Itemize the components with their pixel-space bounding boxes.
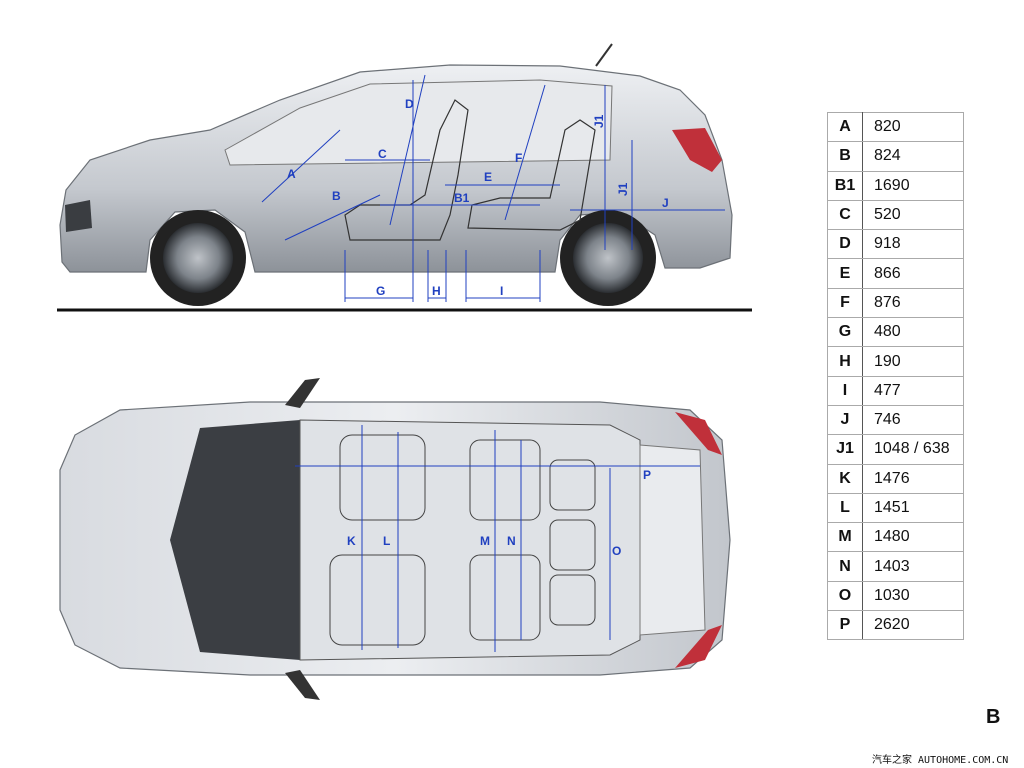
front-grille bbox=[65, 200, 92, 232]
label-M: M bbox=[480, 534, 490, 548]
label-J1-lower: J1 bbox=[616, 182, 630, 196]
antenna bbox=[595, 43, 613, 67]
cabin bbox=[299, 419, 641, 661]
label-B: B bbox=[332, 189, 341, 203]
mirror-right bbox=[285, 670, 320, 700]
dimension-key: H bbox=[827, 346, 863, 377]
dimension-value: 2620 bbox=[862, 610, 964, 641]
label-F: F bbox=[515, 151, 522, 165]
dimension-key: O bbox=[827, 580, 863, 612]
dimension-key: F bbox=[827, 287, 863, 319]
label-N: N bbox=[507, 534, 516, 548]
dimension-value: 820 bbox=[862, 111, 964, 143]
dimension-key: L bbox=[827, 492, 863, 524]
rear-rim bbox=[573, 223, 643, 293]
windshield bbox=[170, 420, 300, 660]
dimension-value: 1451 bbox=[862, 492, 964, 524]
label-L: L bbox=[383, 534, 390, 548]
dimension-value: 746 bbox=[862, 404, 964, 436]
dimension-value: 1480 bbox=[862, 522, 964, 553]
label-I: I bbox=[500, 284, 503, 298]
dimension-value: 1403 bbox=[862, 551, 964, 582]
dimension-value: 477 bbox=[862, 375, 964, 406]
dimension-key: I bbox=[827, 375, 863, 406]
front-rim bbox=[163, 223, 233, 293]
rear-glass bbox=[639, 444, 706, 636]
dimension-value: 866 bbox=[862, 258, 964, 289]
dimension-key: B1 bbox=[827, 170, 863, 201]
dimension-key: P bbox=[827, 610, 863, 641]
watermark: 汽车之家 AUTOHOME.COM.CN bbox=[872, 755, 1009, 766]
dimension-value: 1048 / 638 bbox=[862, 434, 964, 465]
tail-light bbox=[672, 128, 722, 172]
dimension-value: 520 bbox=[862, 199, 964, 231]
tail-light-top-left bbox=[675, 412, 722, 455]
front-seat-outline bbox=[344, 99, 469, 241]
rear-seat-outline bbox=[467, 119, 596, 231]
top-dimension-lines bbox=[295, 425, 700, 652]
label-H: H bbox=[432, 284, 441, 298]
side-window bbox=[224, 79, 613, 166]
label-J1-upper: J1 bbox=[592, 114, 606, 128]
label-D: D bbox=[405, 97, 414, 111]
dimension-key: K bbox=[827, 463, 863, 494]
dimension-key: G bbox=[827, 317, 863, 348]
dimension-value: 918 bbox=[862, 229, 964, 260]
dimension-key: E bbox=[827, 258, 863, 289]
dimension-key: J1 bbox=[827, 434, 863, 465]
dimension-value: 824 bbox=[862, 141, 964, 172]
dimension-key: D bbox=[827, 229, 863, 260]
side-dimension-lines bbox=[261, 74, 725, 302]
dimension-value: 1030 bbox=[862, 580, 964, 612]
dimension-key: A bbox=[827, 111, 863, 143]
dimension-value: 190 bbox=[862, 346, 964, 377]
dimension-value: 1476 bbox=[862, 463, 964, 494]
corner-letter: B bbox=[986, 706, 1001, 728]
dimension-key: C bbox=[827, 199, 863, 231]
dimension-key: M bbox=[827, 522, 863, 553]
tail-light-top-right bbox=[675, 625, 722, 668]
label-G: G bbox=[376, 284, 385, 298]
dimension-value: 876 bbox=[862, 287, 964, 319]
label-A: A bbox=[287, 167, 296, 181]
label-B1: B1 bbox=[454, 191, 470, 205]
label-C: C bbox=[378, 147, 387, 161]
dimension-key: J bbox=[827, 404, 863, 436]
seat-outlines-top bbox=[329, 434, 596, 646]
top-view: K L M N O P bbox=[59, 378, 731, 700]
dimension-key: N bbox=[827, 551, 863, 582]
label-P: P bbox=[643, 468, 651, 482]
label-K: K bbox=[347, 534, 356, 548]
dimension-value: 480 bbox=[862, 317, 964, 348]
label-E: E bbox=[484, 170, 492, 184]
side-view: A B B1 C D E F G H I J J1 J1 bbox=[57, 43, 752, 312]
mirror-left bbox=[285, 378, 320, 408]
dimension-key: B bbox=[827, 141, 863, 172]
label-O: O bbox=[612, 544, 621, 558]
dimension-value: 1690 bbox=[862, 170, 964, 201]
label-J: J bbox=[662, 196, 669, 210]
